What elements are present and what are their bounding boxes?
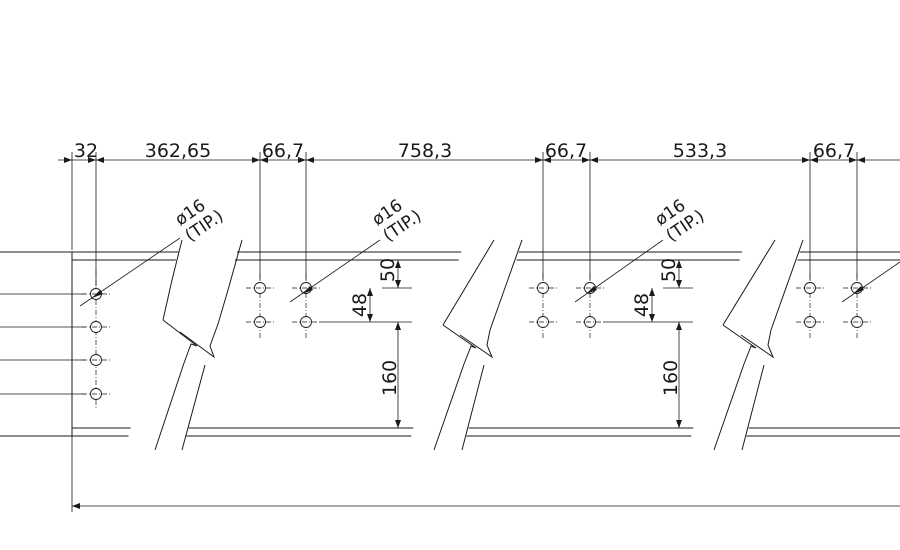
dim-label-bolt-pitch-1: 66,7 bbox=[262, 140, 304, 162]
dim-label-span-1: 362,65 bbox=[145, 140, 211, 162]
bolt-hole bbox=[529, 316, 557, 328]
bolt-hole bbox=[82, 354, 110, 366]
top-dimension-chain: 32 362,65 66,7 758,3 66,7 533,3 66,7 bbox=[58, 140, 900, 286]
bolt-hole bbox=[843, 316, 871, 328]
dim-label-span-3: 533,3 bbox=[673, 140, 727, 162]
bolt-hole bbox=[246, 282, 274, 294]
bolt-hole bbox=[82, 321, 110, 333]
dim-label-48: 48 bbox=[631, 293, 653, 317]
bolt-hole-group-3 bbox=[796, 273, 871, 338]
break-symbol-3 bbox=[688, 239, 804, 451]
dim-label-bolt-pitch-3: 66,7 bbox=[813, 140, 855, 162]
hole-callout-1: ø16 (TIP.) bbox=[79, 196, 227, 307]
dim-label-50: 50 bbox=[377, 258, 399, 282]
bolt-hole bbox=[292, 316, 320, 328]
dim-label-span-2: 758,3 bbox=[398, 140, 452, 162]
bolt-hole bbox=[796, 282, 824, 294]
bolt-hole bbox=[796, 316, 824, 328]
dim-label-bolt-pitch-2: 66,7 bbox=[545, 140, 587, 162]
vertical-dimensions-1: 50 48 160 bbox=[320, 258, 412, 428]
bolt-hole-group-2 bbox=[529, 273, 604, 338]
bolt-hole-group-end bbox=[82, 270, 110, 408]
dim-label-50: 50 bbox=[658, 258, 680, 282]
dim-label-160: 160 bbox=[379, 360, 401, 396]
dim-label-48: 48 bbox=[349, 293, 371, 317]
overall-length-dimension bbox=[71, 436, 900, 512]
dim-label-160: 160 bbox=[660, 360, 682, 396]
vertical-dimensions-2: 50 48 160 bbox=[604, 258, 693, 428]
bolt-hole-group-1 bbox=[246, 273, 320, 338]
bolt-hole bbox=[246, 316, 274, 328]
bolt-hole bbox=[529, 282, 557, 294]
bolt-hole bbox=[576, 316, 604, 328]
hole-callout-4 bbox=[841, 261, 900, 303]
break-symbol-2 bbox=[408, 239, 523, 451]
bolt-hole bbox=[82, 388, 110, 400]
break-symbol-1 bbox=[125, 239, 243, 451]
dim-label-end-offset: 32 bbox=[74, 140, 98, 162]
